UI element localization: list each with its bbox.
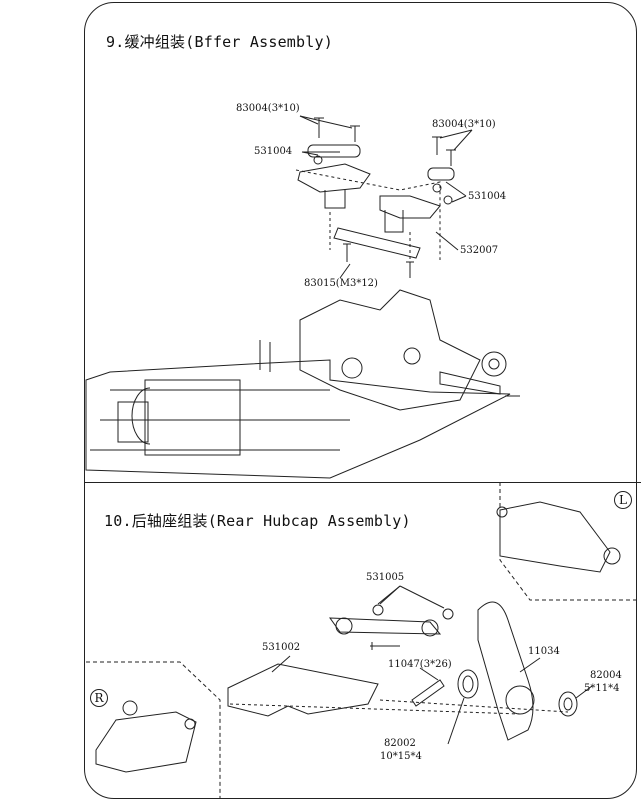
label-lower-arm-531002: 531002 — [262, 642, 301, 653]
label-mount-531004-left: 531004 — [254, 146, 293, 157]
label-brace-532007: 532007 — [460, 245, 499, 256]
label-hubcap-11034: 11034 — [528, 646, 560, 657]
label-mount-531004-right: 531004 — [468, 191, 507, 202]
label-turnbuckle-531005: 531005 — [366, 572, 405, 583]
inset-left-badge: L — [614, 491, 632, 509]
section-9-title: 9.缓冲组装(Bffer Assembly) — [106, 33, 333, 51]
label-screw-83015: 83015(M3*12) — [304, 278, 378, 289]
page-frame — [84, 2, 637, 799]
label-bearing-82002-code: 82002 — [384, 738, 416, 749]
label-bearing-82004-size: 5*11*4 — [584, 683, 620, 694]
label-pin-11047: 11047(3*26) — [388, 659, 452, 670]
inset-right-badge: R — [90, 689, 108, 707]
label-screw-83004-left: 83004(3*10) — [236, 103, 300, 114]
label-screw-83004-right: 83004(3*10) — [432, 119, 496, 130]
section-10-title: 10.后轴座组装(Rear Hubcap Assembly) — [104, 512, 411, 530]
section-divider — [84, 482, 641, 483]
label-bearing-82004-code: 82004 — [590, 670, 622, 681]
label-bearing-82002-size: 10*15*4 — [380, 751, 422, 762]
